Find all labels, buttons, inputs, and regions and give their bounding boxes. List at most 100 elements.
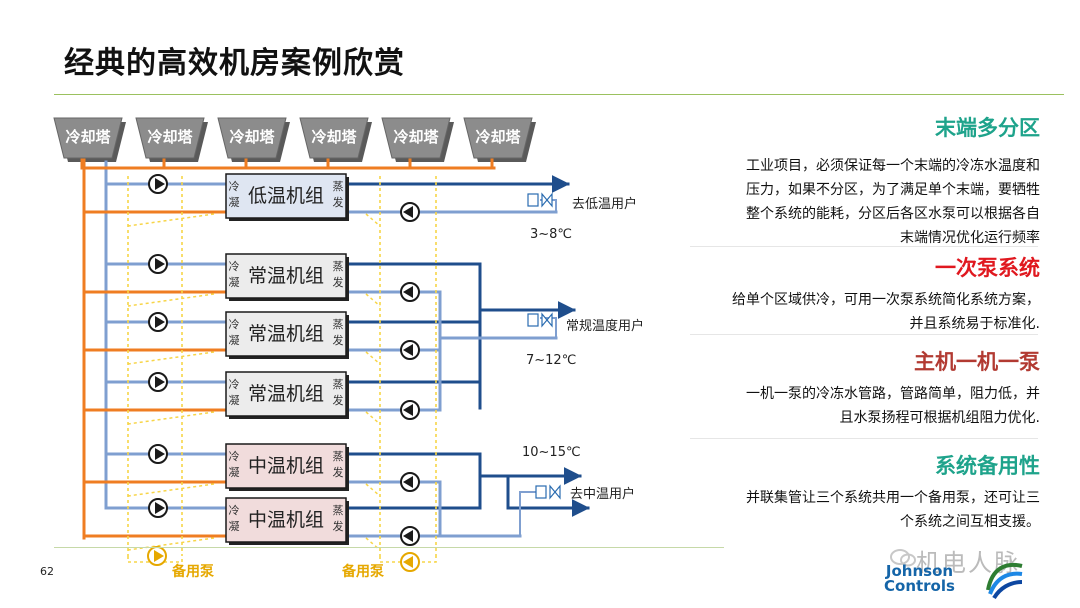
cond-label: 凝	[229, 465, 240, 479]
chiller-name: 中温机组	[248, 509, 324, 531]
tower-body	[463, 117, 533, 159]
standby-condenser-pump-icon	[147, 546, 167, 566]
chilled-water-pump-icon	[400, 282, 420, 302]
pump-arrow-icon	[155, 376, 165, 388]
three-way-valve-icon	[527, 192, 553, 208]
condenser-pump-icon	[148, 498, 168, 518]
standby-link	[127, 483, 215, 497]
chiller-unit: 冷凝中温机组蒸发	[225, 443, 349, 491]
pump-arrow-icon	[403, 530, 413, 542]
standby-link	[127, 293, 215, 307]
cond-label: 冷	[229, 318, 240, 331]
user-label: 去低温用户	[572, 196, 637, 212]
evap-label: 蒸	[333, 504, 344, 517]
pump-arrow-icon	[403, 556, 413, 568]
tower-label: 冷却塔	[393, 128, 439, 146]
evap-label: 蒸	[333, 260, 344, 273]
cooling-towers: 冷却塔冷却塔冷却塔冷却塔冷却塔冷却塔	[53, 117, 536, 162]
cond-label: 凝	[229, 519, 240, 533]
chiller-unit: 冷凝常温机组蒸发	[225, 311, 349, 359]
valve-actuator	[527, 313, 539, 327]
tower-label: 冷却塔	[65, 128, 111, 146]
chiller-box	[225, 173, 347, 219]
chiller-box	[225, 253, 347, 299]
valve-body	[541, 312, 553, 328]
chilled-water-pump-icon	[400, 400, 420, 420]
panel-heading: 系统备用性	[935, 454, 1040, 478]
brand-line1: Johnson	[885, 562, 954, 580]
chiller-name: 中温机组	[248, 455, 324, 477]
tower-label: 冷却塔	[229, 128, 275, 146]
standby-link	[127, 351, 215, 365]
cond-label: 冷	[229, 450, 240, 463]
chiller-name: 常温机组	[248, 383, 324, 405]
standby-pump-label: 备用泵	[341, 563, 384, 580]
temp-label: 7~12℃	[526, 353, 576, 368]
medium-bypass	[519, 491, 540, 536]
cooling-tower: 冷却塔	[217, 117, 290, 162]
valve-actuator	[535, 485, 547, 499]
cooling-tower: 冷却塔	[299, 117, 372, 162]
panel-text-line: 工业项目，必须保证每一个末端的冷冻水温度和	[746, 158, 1040, 174]
chiller-name: 低温机组	[248, 185, 324, 207]
three-way-valve-icon	[535, 484, 561, 500]
panel-text-line: 整个系统的能耗，分区后各区水泵可以根据各自	[746, 206, 1040, 222]
chilled-water-system-diagram: 冷却塔冷却塔冷却塔冷却塔冷却塔冷却塔 冷凝低温机组蒸发冷凝常温机组蒸发冷凝常温机…	[53, 117, 644, 580]
chiller-unit: 冷凝常温机组蒸发	[225, 253, 349, 301]
johnson-controls-globe-icon	[986, 562, 1023, 600]
panel-heading: 末端多分区	[935, 116, 1040, 140]
standby-pump-label: 备用泵	[171, 563, 214, 580]
panel-text-line: 并联集管让三个系统共用一个备用泵，还可让三	[746, 490, 1040, 506]
panel-text-line: 给单个区域供冷，可用一次泵系统简化系统方案，	[732, 292, 1040, 308]
footer-divider	[54, 547, 724, 548]
standby-link	[127, 213, 215, 227]
pump-arrow-icon	[403, 206, 413, 218]
panel-section: 一次泵系统给单个区域供冷，可用一次泵系统简化系统方案，并且系统易于标准化.	[680, 252, 1040, 336]
temp-label: 3~8℃	[530, 227, 572, 242]
johnson-controls-logo-text: Johnson Controls	[884, 564, 955, 594]
chilled-water-pump-icon	[400, 526, 420, 546]
pump-arrow-icon	[155, 316, 165, 328]
tower-body	[299, 117, 369, 159]
panel-section: 系统备用性并联集管让三个系统共用一个备用泵，还可让三个系统之间互相支援。	[680, 450, 1040, 534]
cooling-tower: 冷却塔	[135, 117, 208, 162]
panel-section: 主机一机一泵一机一泵的冷冻水管路，管路简单，阻力低，并且水泵扬程可根据机组阻力优…	[680, 346, 1040, 430]
panel-text-line: 且水泵扬程可根据机组阻力优化.	[839, 410, 1040, 426]
user-label: 常规温度用户	[566, 318, 644, 334]
cond-label: 凝	[229, 275, 240, 289]
cooling-tower: 冷却塔	[53, 117, 126, 162]
pump-arrow-icon	[155, 448, 165, 460]
evap-label: 蒸	[333, 450, 344, 463]
panel-heading: 一次泵系统	[935, 256, 1040, 280]
chiller-box	[225, 371, 347, 417]
pump-arrow-icon	[155, 178, 165, 190]
evap-label: 发	[333, 275, 344, 289]
panel-divider	[690, 438, 1038, 439]
panel-text-line: 个系统之间互相支援。	[900, 514, 1040, 530]
standby-loop	[379, 556, 437, 563]
tower-body	[53, 117, 123, 159]
standby-link	[365, 411, 381, 425]
standby-link	[365, 483, 381, 497]
pump-arrow-icon	[403, 286, 413, 298]
pump-arrow-icon	[154, 550, 164, 562]
valve-body	[549, 484, 561, 500]
chiller-unit: 冷凝低温机组蒸发	[225, 173, 349, 221]
condenser-pump-icon	[148, 444, 168, 464]
user-label: 去中温用户	[570, 486, 635, 502]
pump-arrow-icon	[403, 344, 413, 356]
chilled-water-pump-icon	[400, 472, 420, 492]
panel-divider	[690, 334, 1038, 335]
chilled-water-pump-icon	[400, 202, 420, 222]
panel-text-line: 末端情况优化运行频率	[900, 230, 1040, 246]
cond-label: 冷	[229, 180, 240, 193]
three-way-valve-icon	[527, 312, 553, 328]
pump-arrow-icon	[403, 476, 413, 488]
evap-label: 发	[333, 333, 344, 347]
standby-link	[365, 351, 381, 365]
condenser-pump-icon	[148, 254, 168, 274]
cond-label: 凝	[229, 393, 240, 407]
title-divider	[54, 94, 1064, 95]
chiller-unit: 冷凝中温机组蒸发	[225, 497, 349, 545]
tower-body	[217, 117, 287, 159]
